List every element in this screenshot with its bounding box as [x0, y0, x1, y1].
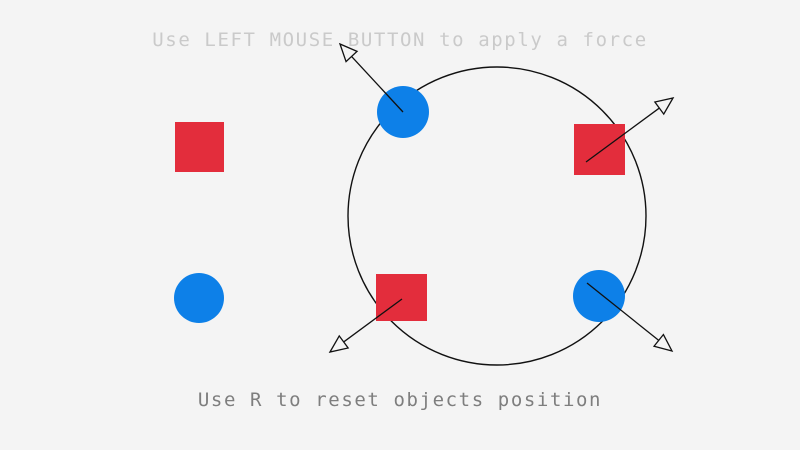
- force-vector-force-square-orbit-bottom: [328, 298, 403, 353]
- force-vector-shaft: [586, 282, 660, 341]
- force-vector-shaft: [351, 56, 404, 113]
- force-vector-arrowhead-icon: [338, 42, 359, 63]
- body-square-orbit-right[interactable]: [574, 124, 625, 175]
- force-vector-shaft: [585, 107, 660, 163]
- body-circle-orbit-right[interactable]: [573, 270, 625, 322]
- force-vector-arrowhead-icon: [328, 334, 350, 353]
- force-vector-force-square-orbit-right: [585, 97, 675, 163]
- constraint-orbit-circle: [347, 66, 647, 366]
- force-vector-arrowhead-icon: [652, 333, 674, 353]
- force-vector-force-circle-orbit-right: [586, 282, 674, 353]
- force-vector-arrowhead-icon: [653, 97, 675, 116]
- force-vector-force-circle-orbit-top: [338, 42, 404, 113]
- body-circle-free-left[interactable]: [174, 273, 224, 323]
- force-vector-shaft: [343, 298, 403, 343]
- body-square-orbit-bottom[interactable]: [376, 274, 427, 321]
- body-square-free-left[interactable]: [175, 122, 224, 172]
